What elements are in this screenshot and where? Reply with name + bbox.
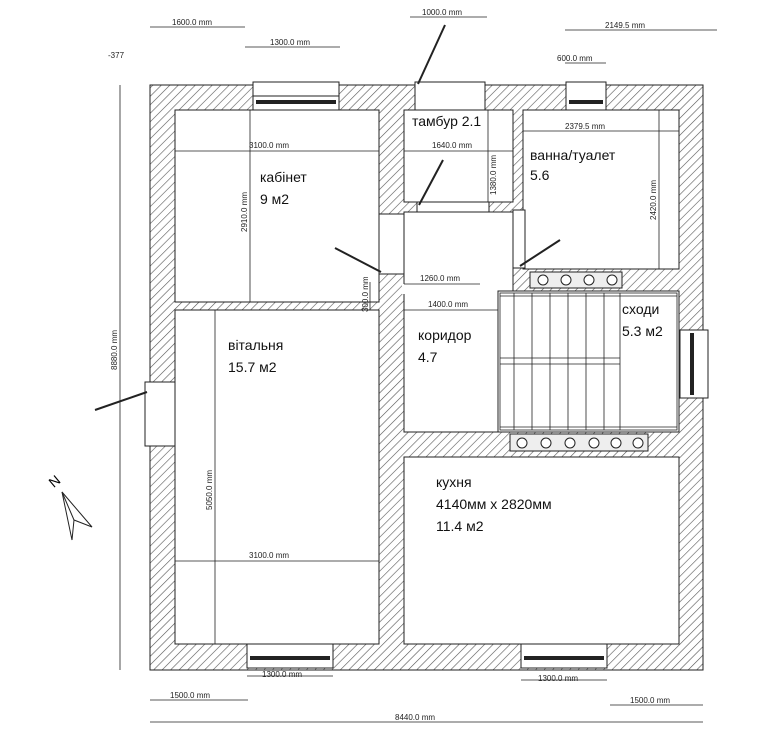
dim-small-300: 300.0 mm xyxy=(361,276,370,312)
dim-top-door-1000: 1000.0 mm xyxy=(422,8,462,17)
room-vanna xyxy=(522,109,680,270)
stair-posts-bottom xyxy=(509,433,649,452)
vitalnya-area: 15.7 м2 xyxy=(228,359,277,375)
skhody-name: сходи xyxy=(622,301,659,317)
dim-vanna-width: 2379.5 mm xyxy=(565,122,605,131)
door-vanna xyxy=(512,209,561,269)
dim-tambur-height: 1380.0 mm xyxy=(489,155,498,195)
kabinet-area: 9 м2 xyxy=(260,191,289,207)
dim-bottom-right-1500: 1500.0 mm xyxy=(630,696,670,705)
dim-total-height: 8880.0 mm xyxy=(110,330,119,370)
dim-top-left-1600: 1600.0 mm xyxy=(172,18,212,27)
vitalnya-name: вітальня xyxy=(228,337,283,353)
door-vitalnya-outside xyxy=(94,381,176,447)
dim-korydor-1260: 1260.0 mm xyxy=(420,274,460,283)
staircase xyxy=(499,292,678,431)
north-label: N xyxy=(45,472,63,491)
dim-korydor-1400: 1400.0 mm xyxy=(428,300,468,309)
kukhnya-size: 4140мм х 2820мм xyxy=(436,496,552,512)
window-vitalnya-bottom xyxy=(246,643,334,669)
dim-top-right-2149: 2149.5 mm xyxy=(605,21,645,30)
room-korydor-ext xyxy=(402,284,492,294)
dim-bottom-window-right: 1300.0 mm xyxy=(538,674,578,683)
korydor-area: 4.7 xyxy=(418,349,438,365)
window-skhody-right xyxy=(679,329,709,399)
tambur-label: тамбур 2.1 xyxy=(412,113,481,129)
skhody-area: 5.3 м2 xyxy=(622,323,663,339)
korydor-name: коридор xyxy=(418,327,472,343)
window-kukhnya-bottom xyxy=(520,643,608,669)
room-kukhnya xyxy=(403,456,680,645)
dim-vitalnya-height: 5050.0 mm xyxy=(205,470,214,510)
kukhnya-area: 11.4 м2 xyxy=(436,518,484,534)
dim-kabinet-height: 2910.0 mm xyxy=(240,192,249,232)
window-kabinet xyxy=(252,81,340,111)
door-tambur-inner xyxy=(416,159,490,213)
dim-top-1300: 1300.0 mm xyxy=(270,38,310,47)
dim-bottom-left-1500: 1500.0 mm xyxy=(170,691,210,700)
room-korydor xyxy=(403,211,514,433)
room-vitalnya xyxy=(174,309,380,645)
vanna-name: ванна/туалет xyxy=(530,147,616,163)
door-entrance xyxy=(414,24,486,111)
dim-kabinet-width: 3100.0 mm xyxy=(249,141,289,150)
dim-top-window-600: 600.0 mm xyxy=(557,54,593,63)
room-kabinet xyxy=(174,109,380,303)
stair-posts-top xyxy=(529,271,623,289)
kukhnya-name: кухня xyxy=(436,474,472,490)
dim-vitalnya-width: 3100.0 mm xyxy=(249,551,289,560)
dim-bottom-window-left: 1300.0 mm xyxy=(262,670,302,679)
dim-total-width: 8440.0 mm xyxy=(395,713,435,722)
dim-small-377: -377 xyxy=(108,51,125,60)
vanna-area: 5.6 xyxy=(530,167,550,183)
dim-tambur-width: 1640.0 mm xyxy=(432,141,472,150)
window-vanna xyxy=(565,81,607,111)
dimension-lines xyxy=(119,16,717,723)
door-kabinet xyxy=(334,213,405,275)
dim-vanna-height: 2420.0 mm xyxy=(649,180,658,220)
room-skhody xyxy=(497,290,680,433)
north-arrow-icon xyxy=(61,491,93,541)
kabinet-name: кабінет xyxy=(260,169,307,185)
